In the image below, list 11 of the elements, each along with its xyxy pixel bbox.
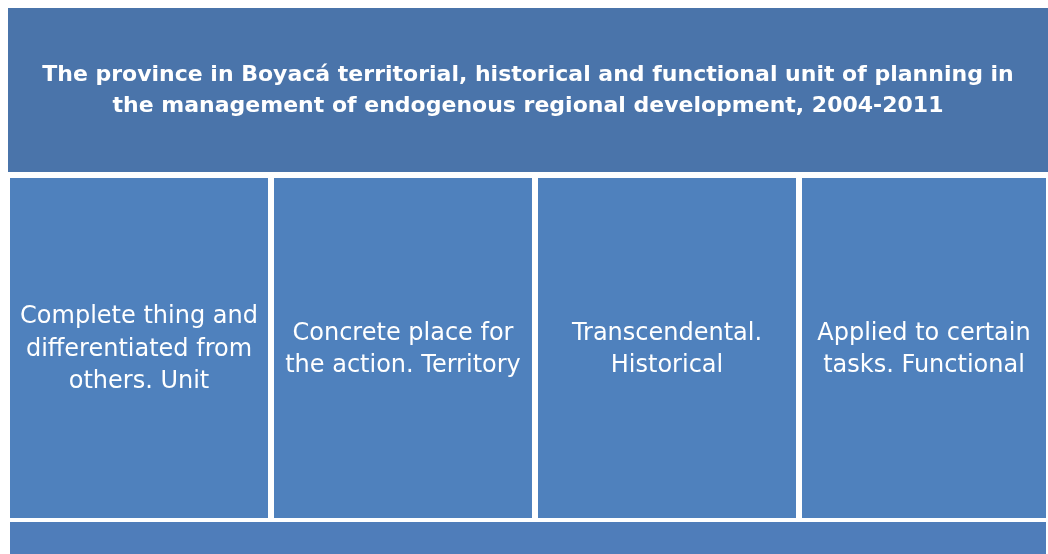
column-text: Concrete place for the action. Territory (284, 316, 522, 380)
column-text: Applied to certain tasks. Functional (816, 316, 1032, 380)
title-text: The province in Boyacá territorial, historical and functional unit of planning in the management of endogenous regional development, 2004-2011 (41, 60, 1015, 119)
column-panel (538, 178, 796, 518)
footer-band (10, 522, 1046, 554)
column-panel (274, 178, 532, 518)
column-text: Transcendental. Historical (570, 316, 764, 380)
column-text: Complete thing and differentiated from others. Unit (20, 300, 258, 397)
title-banner (8, 8, 1048, 172)
column-panel (802, 178, 1046, 518)
column-panel (10, 178, 268, 518)
